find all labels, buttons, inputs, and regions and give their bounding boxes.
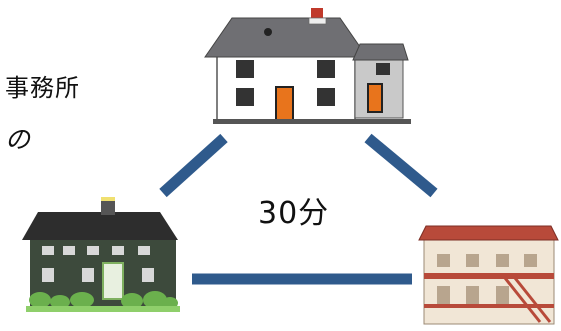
green-house-icon [22,197,180,312]
apartment-building-icon [419,226,558,324]
travel-time-label: 30分 [258,188,329,232]
connector-right [368,138,434,193]
white-house-icon [205,8,411,124]
particle-label: の [5,120,30,156]
connector-left [163,138,224,193]
office-label: 事務所 [5,68,80,103]
